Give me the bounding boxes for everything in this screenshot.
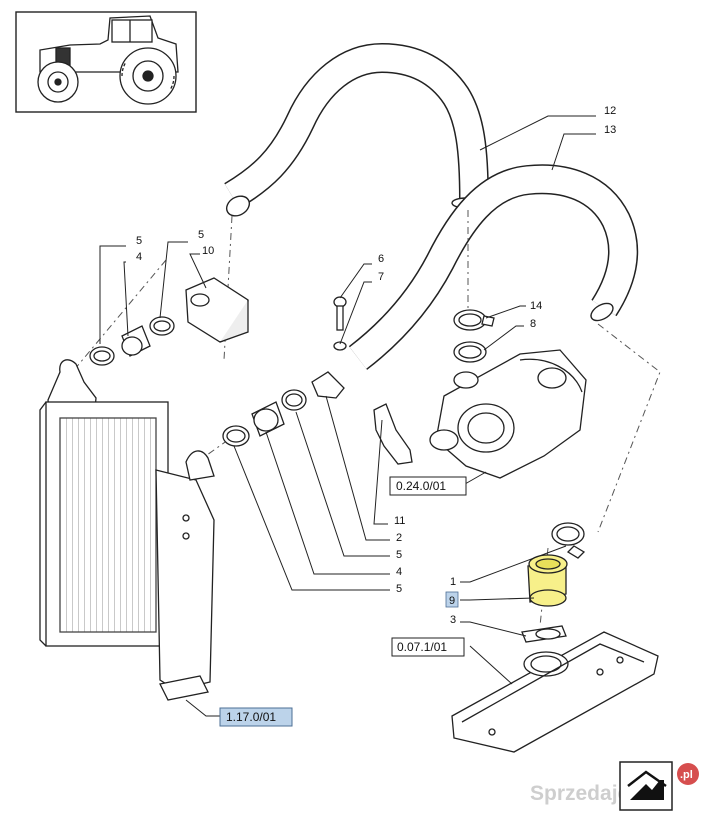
callout-4-left: 4 xyxy=(136,251,142,263)
ref-turbo[interactable]: 0.24.0/01 xyxy=(389,476,467,496)
hose-13 xyxy=(348,164,639,370)
ref-manifold[interactable]: 0.07.1/01 xyxy=(391,637,465,657)
intercooler xyxy=(39,359,215,701)
left-clamp-set xyxy=(89,316,175,366)
callout-4-mid: 4 xyxy=(396,566,402,578)
callout-6: 6 xyxy=(378,253,384,265)
clamp-14 xyxy=(453,309,495,331)
callout-9[interactable]: 9 xyxy=(449,595,455,607)
ref-manifold-label: 0.07.1/01 xyxy=(397,640,447,654)
clamp-3 xyxy=(521,625,567,643)
callout-3: 3 xyxy=(450,614,456,626)
callout-7: 7 xyxy=(378,271,384,283)
return-home-icon[interactable] xyxy=(619,761,673,811)
callout-11: 11 xyxy=(394,515,405,527)
callout-2: 2 xyxy=(396,532,402,544)
tractor-icon xyxy=(37,15,179,105)
leader-lines xyxy=(99,115,596,717)
ref-intercooler-label: 1.17.0/01 xyxy=(226,710,276,724)
callout-8: 8 xyxy=(530,318,536,330)
tractor-thumbnail xyxy=(15,11,197,113)
callout-5-left-a: 5 xyxy=(136,235,142,247)
turbocharger xyxy=(429,349,587,479)
callout-10: 10 xyxy=(202,245,214,257)
bracket-11 xyxy=(373,403,413,465)
hose-12 xyxy=(224,42,489,217)
callout-12: 12 xyxy=(604,105,616,117)
callout-5-mid-a: 5 xyxy=(396,549,402,561)
ref-intercooler[interactable]: 1.17.0/01 xyxy=(219,707,293,727)
clamp-1 xyxy=(551,522,586,559)
watermark: Sprzedajemy .pl xyxy=(530,763,699,805)
callout-5-left-b: 5 xyxy=(198,229,204,241)
bolt-6 xyxy=(333,296,347,351)
ref-turbo-label: 0.24.0/01 xyxy=(396,479,446,493)
ring-8 xyxy=(453,341,487,363)
callout-1: 1 xyxy=(450,576,456,588)
intake-manifold xyxy=(451,631,659,753)
middle-clamp-set xyxy=(222,371,345,447)
watermark-suffix: .pl xyxy=(680,769,693,781)
callout-9-highlight xyxy=(445,591,459,608)
callout-5-mid-b: 5 xyxy=(396,583,402,595)
hose-sleeve-9-highlighted xyxy=(527,554,568,607)
watermark-badge xyxy=(677,763,699,785)
bracket-10 xyxy=(185,277,249,343)
callout-13: 13 xyxy=(604,124,616,136)
callout-14: 14 xyxy=(530,300,542,312)
